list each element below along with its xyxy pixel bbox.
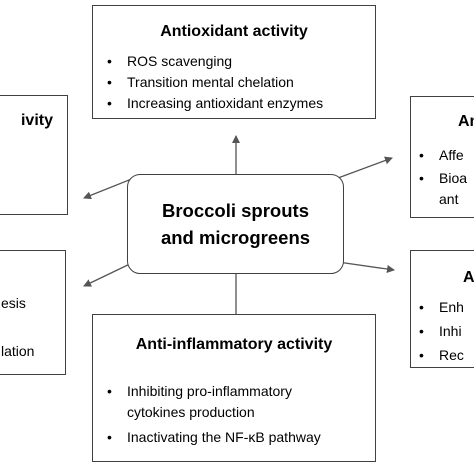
left-bottom-item-3: lation bbox=[1, 343, 35, 359]
left-bottom-activity-box: esis lation bbox=[0, 250, 66, 375]
list-item: •ROS scavenging bbox=[101, 51, 323, 72]
list-item-text: Rec bbox=[439, 347, 464, 363]
anti-inflammatory-activity-title: Anti-inflammatory activity bbox=[135, 336, 333, 353]
list-item-text: Inhi bbox=[439, 323, 462, 339]
right-top-activity-title: An bbox=[458, 113, 474, 130]
list-item-text: Inactivating the NF-κB pathway bbox=[127, 429, 321, 445]
list-item-text: Affe bbox=[439, 147, 464, 163]
list-item-text: Transition mental chelation bbox=[127, 74, 294, 90]
list-item: •Affe bbox=[413, 145, 467, 166]
antioxidant-activity-box: Antioxidant activity •ROS scavenging •Tr… bbox=[92, 5, 376, 119]
list-item-text: Enh bbox=[439, 299, 464, 315]
list-item-text: Increasing antioxidant enzymes bbox=[127, 95, 324, 111]
list-item: •Rec bbox=[413, 345, 464, 366]
list-item: •Transition mental chelation bbox=[101, 72, 323, 93]
antioxidant-activity-list: •ROS scavenging •Transition mental chela… bbox=[101, 51, 323, 114]
list-item: •Inactivating the NF-κB pathway bbox=[101, 427, 321, 448]
list-item-text: ROS scavenging bbox=[127, 53, 233, 69]
right-bottom-activity-list: •Enh •Inhi •Rec bbox=[413, 297, 464, 366]
left-bottom-item-2: esis bbox=[1, 295, 26, 311]
list-item: •Bioa ant bbox=[413, 168, 467, 210]
anti-inflammatory-activity-box: Anti-inflammatory activity •Inhibiting p… bbox=[92, 314, 376, 462]
list-item-text: Inhibiting pro-inflammatory cytokines pr… bbox=[127, 383, 292, 420]
right-top-activity-box: An •Affe •Bioa ant bbox=[410, 96, 474, 218]
center-topic-box: Broccoli sprouts and microgreens bbox=[127, 174, 344, 274]
left-top-activity-title: ivity bbox=[20, 112, 53, 129]
arrow-to-left-bottom bbox=[83, 261, 135, 287]
right-bottom-activity-box: A •Enh •Inhi •Rec bbox=[410, 250, 474, 368]
anti-inflammatory-activity-list: •Inhibiting pro-inflammatory cytokines p… bbox=[101, 381, 321, 448]
arrow-to-right-top bbox=[337, 156, 393, 179]
list-item: •Inhi bbox=[413, 321, 464, 342]
list-item: •Inhibiting pro-inflammatory cytokines p… bbox=[101, 381, 321, 423]
right-bottom-activity-title: A bbox=[463, 269, 474, 286]
arrow-to-right-bottom bbox=[337, 261, 395, 273]
antioxidant-activity-title: Antioxidant activity bbox=[160, 23, 308, 40]
list-item-text: Bioa ant bbox=[439, 170, 468, 207]
left-top-activity-box: ivity tivity bbox=[0, 95, 68, 215]
center-topic-title: Broccoli sprouts and microgreens bbox=[160, 200, 311, 248]
list-item: •Enh bbox=[413, 297, 464, 318]
right-top-activity-list: •Affe •Bioa ant bbox=[413, 145, 467, 210]
list-item: •Increasing antioxidant enzymes bbox=[101, 93, 323, 114]
arrow-to-left-top bbox=[83, 177, 135, 200]
